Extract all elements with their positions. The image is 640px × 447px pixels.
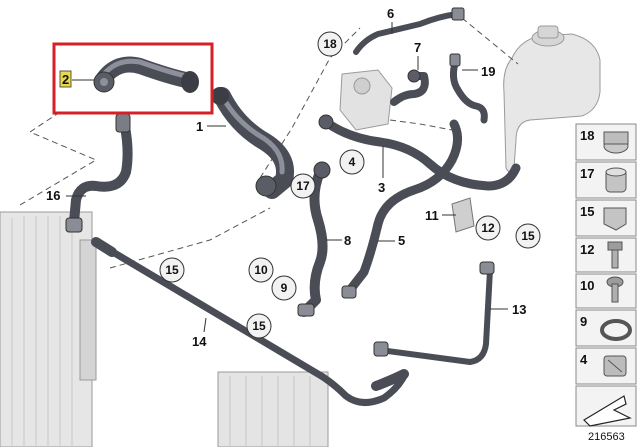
- highlight-box: [52, 42, 214, 115]
- hose-1: [211, 87, 294, 199]
- heat-exchanger: [217, 371, 329, 447]
- spring-clamp-icon: [605, 167, 627, 193]
- bracket-clip-icon: [603, 207, 627, 231]
- direction-arrow-icon: [583, 395, 632, 427]
- circled-labels: 18 4 17 12 15 10 9 15 15: [159, 31, 541, 339]
- svg-text:10: 10: [580, 278, 594, 293]
- sidebar-item-arrow: [575, 385, 637, 427]
- svg-text:4: 4: [580, 352, 588, 367]
- part-2-label[interactable]: 2: [62, 72, 69, 87]
- part-14-label[interactable]: 14: [192, 334, 207, 349]
- svg-text:18: 18: [580, 128, 594, 143]
- svg-text:15: 15: [165, 263, 179, 277]
- svg-text:9: 9: [281, 281, 288, 295]
- part-2-label-bg: [59, 70, 72, 88]
- sidebar-item-18[interactable]: 18: [575, 123, 637, 161]
- circle-label-12[interactable]: 12: [475, 215, 501, 241]
- hose-5: [341, 119, 462, 299]
- hose-8: [297, 161, 331, 317]
- svg-text:15: 15: [252, 319, 266, 333]
- pipe-13: [373, 261, 495, 365]
- circle-label-15c[interactable]: 15: [246, 313, 272, 339]
- sidebar-item-10[interactable]: 10: [575, 273, 637, 309]
- circle-label-18[interactable]: 18: [317, 31, 343, 57]
- part-6-label[interactable]: 6: [387, 6, 394, 21]
- svg-text:9: 9: [580, 314, 587, 329]
- radiator: [0, 211, 97, 447]
- svg-text:17: 17: [296, 179, 310, 193]
- part-13-label[interactable]: 13: [512, 302, 526, 317]
- svg-text:10: 10: [254, 263, 268, 277]
- part-7-label[interactable]: 7: [414, 40, 421, 55]
- sidebar-item-12[interactable]: 12: [575, 237, 637, 273]
- part-3-label[interactable]: 3: [378, 180, 385, 195]
- hose-6: [353, 7, 465, 55]
- circle-label-17[interactable]: 17: [290, 173, 316, 199]
- part-16-label[interactable]: 16: [46, 188, 60, 203]
- hose-3: [318, 114, 521, 191]
- svg-text:18: 18: [323, 37, 337, 51]
- part-labels: 1 3 5 6 7 8 11 13 14 16 19: [46, 6, 526, 349]
- svg-text:15: 15: [521, 229, 535, 243]
- band-clamp-icon: [600, 319, 632, 341]
- sidebar-item-17[interactable]: 17: [575, 161, 637, 199]
- circle-label-15b[interactable]: 15: [159, 257, 185, 283]
- hardware-sidebar: 18 17 15 12 10 9 4: [575, 123, 637, 427]
- circle-label-10[interactable]: 10: [248, 257, 274, 283]
- diagram-reference: 216563: [588, 431, 625, 443]
- svg-text:17: 17: [580, 166, 594, 181]
- sidebar-item-9[interactable]: 9: [575, 309, 637, 347]
- pipe-14: [91, 237, 409, 406]
- hose-7: [390, 69, 429, 106]
- hose-16: [65, 113, 133, 233]
- part-5-label[interactable]: 5: [398, 233, 405, 248]
- part-1-label[interactable]: 1: [196, 119, 203, 134]
- sidebar-item-4[interactable]: 4: [575, 347, 637, 385]
- circle-label-9[interactable]: 9: [271, 275, 297, 301]
- sidebar-item-15[interactable]: 15: [575, 199, 637, 237]
- hose-clamp-icon: [603, 131, 629, 154]
- svg-text:12: 12: [580, 242, 594, 257]
- hose-2: [93, 56, 199, 93]
- sleeve-clamp-icon: [603, 355, 627, 377]
- svg-text:4: 4: [349, 155, 356, 169]
- svg-text:12: 12: [481, 221, 495, 235]
- part-8-label[interactable]: 8: [344, 233, 351, 248]
- part-19-label[interactable]: 19: [481, 64, 495, 79]
- svg-text:15: 15: [580, 204, 594, 219]
- circle-label-4[interactable]: 4: [339, 149, 365, 175]
- expansion-tank: [503, 25, 601, 173]
- hose-19: [449, 53, 488, 124]
- circle-label-15a[interactable]: 15: [515, 223, 541, 249]
- part-11-label[interactable]: 11: [425, 208, 439, 223]
- screw-icon: [606, 276, 624, 303]
- bracket-11: [451, 197, 475, 233]
- bolt-icon: [607, 241, 623, 269]
- thermostat-housing: [339, 69, 393, 131]
